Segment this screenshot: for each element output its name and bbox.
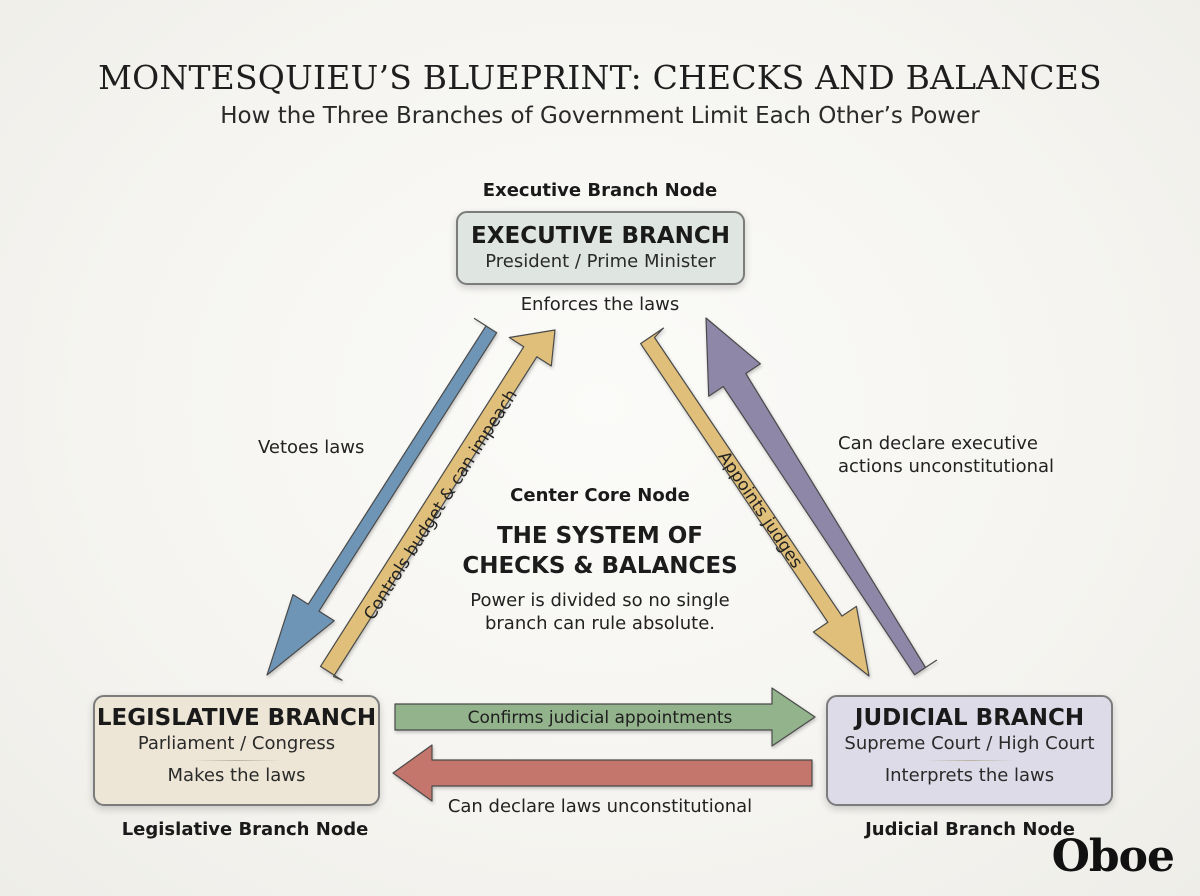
judicial-role: Interprets the laws	[884, 765, 1055, 786]
arrow-vetoes-laws	[266, 317, 498, 676]
diagram-title: MONTESQUIEU’S BLUEPRINT: CHECKS AND BALA…	[98, 58, 1102, 97]
legislative-branch-name: LEGISLATIVE BRANCH	[96, 705, 377, 731]
label-vetoes-laws: Vetoes laws	[258, 437, 365, 458]
arrow-confirms-appointments	[394, 687, 816, 747]
center-node-label: Center Core Node	[510, 485, 690, 506]
legislative-node-label: Legislative Branch Node	[121, 819, 369, 840]
arrow-exec-unconstitutional	[705, 317, 938, 676]
label-exec-unconstitutional-line1: Can declare executive	[838, 433, 1038, 454]
judicial-branch-box: JUDICIAL BRANCH Supreme Court / High Cou…	[826, 695, 1113, 806]
arrow-controls-budget	[319, 329, 556, 681]
label-exec-unconstitutional-line2: actions unconstitutional	[838, 456, 1055, 477]
executive-branch-sub: President / Prime Minister	[485, 251, 716, 272]
judicial-divider	[924, 760, 1015, 761]
legislative-divider	[191, 760, 282, 761]
executive-node-label: Executive Branch Node	[482, 180, 718, 201]
judicial-node-label: Judicial Branch Node	[865, 819, 1075, 840]
center-desc-line2: branch can rule absolute.	[484, 613, 716, 634]
executive-branch-box: EXECUTIVE BRANCH President / Prime Minis…	[456, 211, 745, 285]
arrow-appoints-judges	[639, 327, 870, 677]
center-desc-line1: Power is divided so no single	[470, 590, 730, 611]
judicial-branch-name: JUDICIAL BRANCH	[854, 705, 1085, 731]
label-exec-unconstitutional: Can declare executive actions unconstitu…	[838, 432, 1054, 478]
judicial-branch-sub: Supreme Court / High Court	[844, 733, 1095, 754]
center-title-line1: THE SYSTEM OF	[496, 523, 703, 549]
diagram-subtitle: How the Three Branches of Government Lim…	[220, 103, 980, 129]
arrow-laws-unconstitutional	[392, 744, 813, 802]
center-title-line2: CHECKS & BALANCES	[462, 553, 738, 579]
center-core: THE SYSTEM OF CHECKS & BALANCES Power is…	[420, 521, 780, 635]
legislative-branch-sub: Parliament / Congress	[137, 733, 336, 754]
label-laws-unconstitutional: Can declare laws unconstitutional	[447, 796, 753, 817]
executive-branch-name: EXECUTIVE BRANCH	[471, 223, 730, 249]
oboe-logo: Oboe	[1051, 831, 1175, 882]
legislative-role: Makes the laws	[167, 765, 306, 786]
executive-role: Enforces the laws	[520, 294, 680, 315]
label-confirms-appointments: Confirms judicial appointments	[468, 708, 733, 728]
legislative-branch-box: LEGISLATIVE BRANCH Parliament / Congress…	[93, 695, 380, 806]
